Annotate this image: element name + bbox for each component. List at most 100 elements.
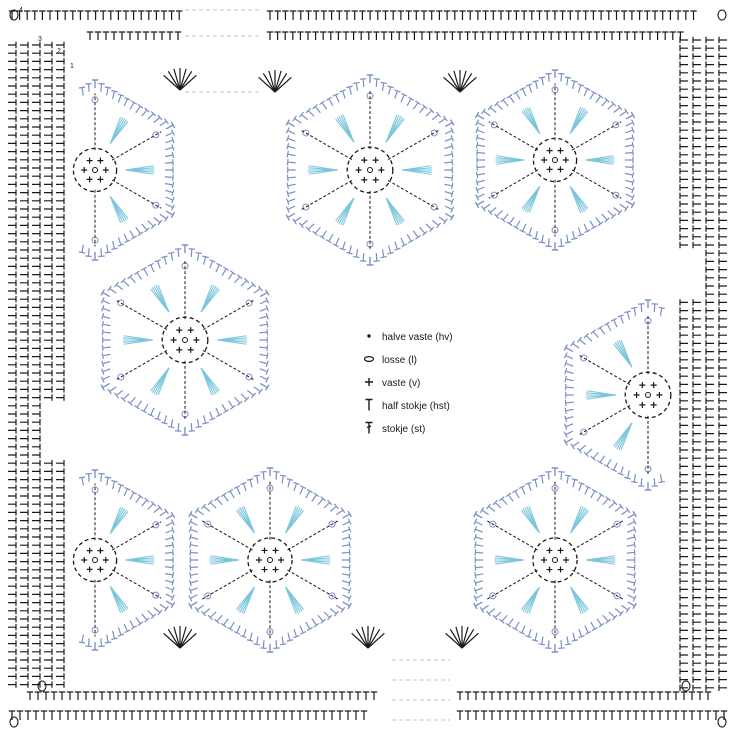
half-stitch-symbol [473, 533, 484, 541]
half-stitch-symbol [20, 148, 29, 155]
half-stitch-symbol [639, 31, 646, 40]
half-stitch-symbol [98, 82, 105, 92]
half-stitch-symbol [56, 681, 65, 688]
half-stitch-symbol [44, 599, 53, 606]
half-stitch-symbol [44, 337, 53, 344]
half-stitch-symbol [304, 710, 312, 720]
half-stitch-symbol [705, 323, 714, 331]
half-stitch-symbol [74, 691, 82, 700]
half-stitch-symbol [551, 644, 559, 653]
half-stitch-symbol [373, 253, 381, 262]
plus-icon [362, 377, 376, 390]
half-stitch-symbol [8, 640, 17, 647]
half-stitch-symbol [505, 10, 512, 20]
half-stitch-symbol [614, 608, 624, 617]
half-stitch-symbol [692, 594, 701, 601]
half-stitch-symbol [517, 31, 524, 40]
half-stitch-symbol [58, 691, 66, 700]
half-stitch-symbol [718, 94, 727, 101]
half-stitch-symbol [443, 10, 451, 20]
half-stitch-symbol [44, 287, 53, 295]
half-stitch-symbol [293, 628, 300, 639]
half-stitch-symbol [20, 665, 29, 672]
half-stitch-symbol [104, 710, 112, 720]
dot-icon [362, 331, 376, 344]
half-stitch-symbol [636, 10, 643, 20]
half-stitch-symbol [679, 233, 688, 240]
half-stitch-symbol [488, 710, 496, 720]
half-stitch-symbol [44, 246, 53, 254]
half-stitch-symbol [565, 636, 572, 646]
half-stitch-symbol [344, 710, 352, 720]
half-stitch-symbol [8, 345, 17, 352]
half-stitch-symbol [240, 393, 250, 403]
half-stitch-symbol [164, 571, 175, 579]
half-stitch-symbol [692, 528, 701, 536]
half-stitch-symbol [20, 517, 29, 524]
half-stitch-symbol [473, 579, 484, 587]
half-stitch-symbol [8, 255, 17, 262]
half-stitch-symbol [123, 96, 131, 107]
half-stitch-symbol [20, 427, 29, 434]
half-stitch-symbol [194, 691, 202, 700]
half-stitch-symbol [600, 710, 608, 720]
half-stitch-symbol [134, 31, 142, 40]
half-stitch-symbol [705, 266, 714, 273]
half-stitch-symbol [215, 262, 223, 273]
half-stitch-symbol [705, 209, 714, 216]
half-stitch-symbol [8, 525, 17, 532]
half-stitch-symbol [8, 583, 17, 590]
half-stitch-symbol [8, 665, 17, 672]
half-stitch-symbol [54, 10, 61, 20]
half-stitch-symbol [531, 478, 539, 488]
half-stitch-symbol [346, 85, 353, 95]
half-stitch-symbol [317, 614, 326, 624]
half-stitch-symbol [341, 556, 351, 564]
half-stitch-symbol [493, 210, 503, 219]
half-stitch-symbol [692, 684, 701, 691]
half-stitch-symbol [8, 296, 17, 303]
half-stitch-symbol [20, 624, 29, 631]
half-stitch-symbol [56, 525, 65, 532]
half-stitch-symbol [32, 189, 41, 196]
half-stitch-symbol [20, 214, 29, 221]
half-stitch-symbol [705, 569, 714, 577]
half-stitch-symbol [285, 205, 296, 213]
half-stitch-symbol [42, 691, 50, 700]
half-stitch-symbol [590, 451, 599, 461]
half-stitch-symbol [558, 72, 565, 82]
half-stitch-symbol [692, 233, 701, 240]
half-stitch-symbol [20, 550, 29, 557]
half-stitch-symbol [472, 710, 480, 720]
half-stitch-symbol [705, 36, 714, 44]
half-stitch-symbol [20, 591, 29, 598]
half-stitch-symbol [718, 512, 727, 519]
half-stitch-symbol [718, 610, 727, 618]
half-stitch-symbol [494, 31, 502, 40]
half-stitch-symbol [280, 636, 287, 646]
half-stitch-symbol [692, 561, 701, 568]
half-stitch-symbol [406, 96, 415, 106]
half-stitch-symbol [475, 171, 486, 179]
half-stitch-symbol [431, 219, 442, 229]
half-stitch-symbol [44, 640, 53, 647]
half-stitch-symbol [32, 246, 41, 254]
half-stitch-symbol [207, 611, 217, 621]
half-stitch-symbol [34, 691, 42, 700]
half-stitch-symbol [273, 640, 280, 650]
half-stitch-symbol [20, 82, 29, 90]
half-stitch-symbol [159, 213, 169, 222]
half-stitch-symbol [220, 618, 229, 628]
half-stitch-symbol [532, 230, 539, 241]
half-stitch-symbol [359, 253, 367, 262]
half-stitch-symbol [438, 216, 448, 225]
half-stitch-symbol [608, 499, 618, 509]
half-stitch-symbol [299, 625, 307, 635]
half-stitch-symbol [32, 205, 41, 213]
half-stitch-symbol [165, 189, 175, 196]
half-stitch-symbol [91, 252, 99, 261]
half-stitch-symbol [692, 455, 701, 462]
half-stitch-symbol [104, 86, 112, 96]
half-stitch-symbol [679, 487, 688, 495]
half-stitch-symbol [705, 159, 714, 167]
